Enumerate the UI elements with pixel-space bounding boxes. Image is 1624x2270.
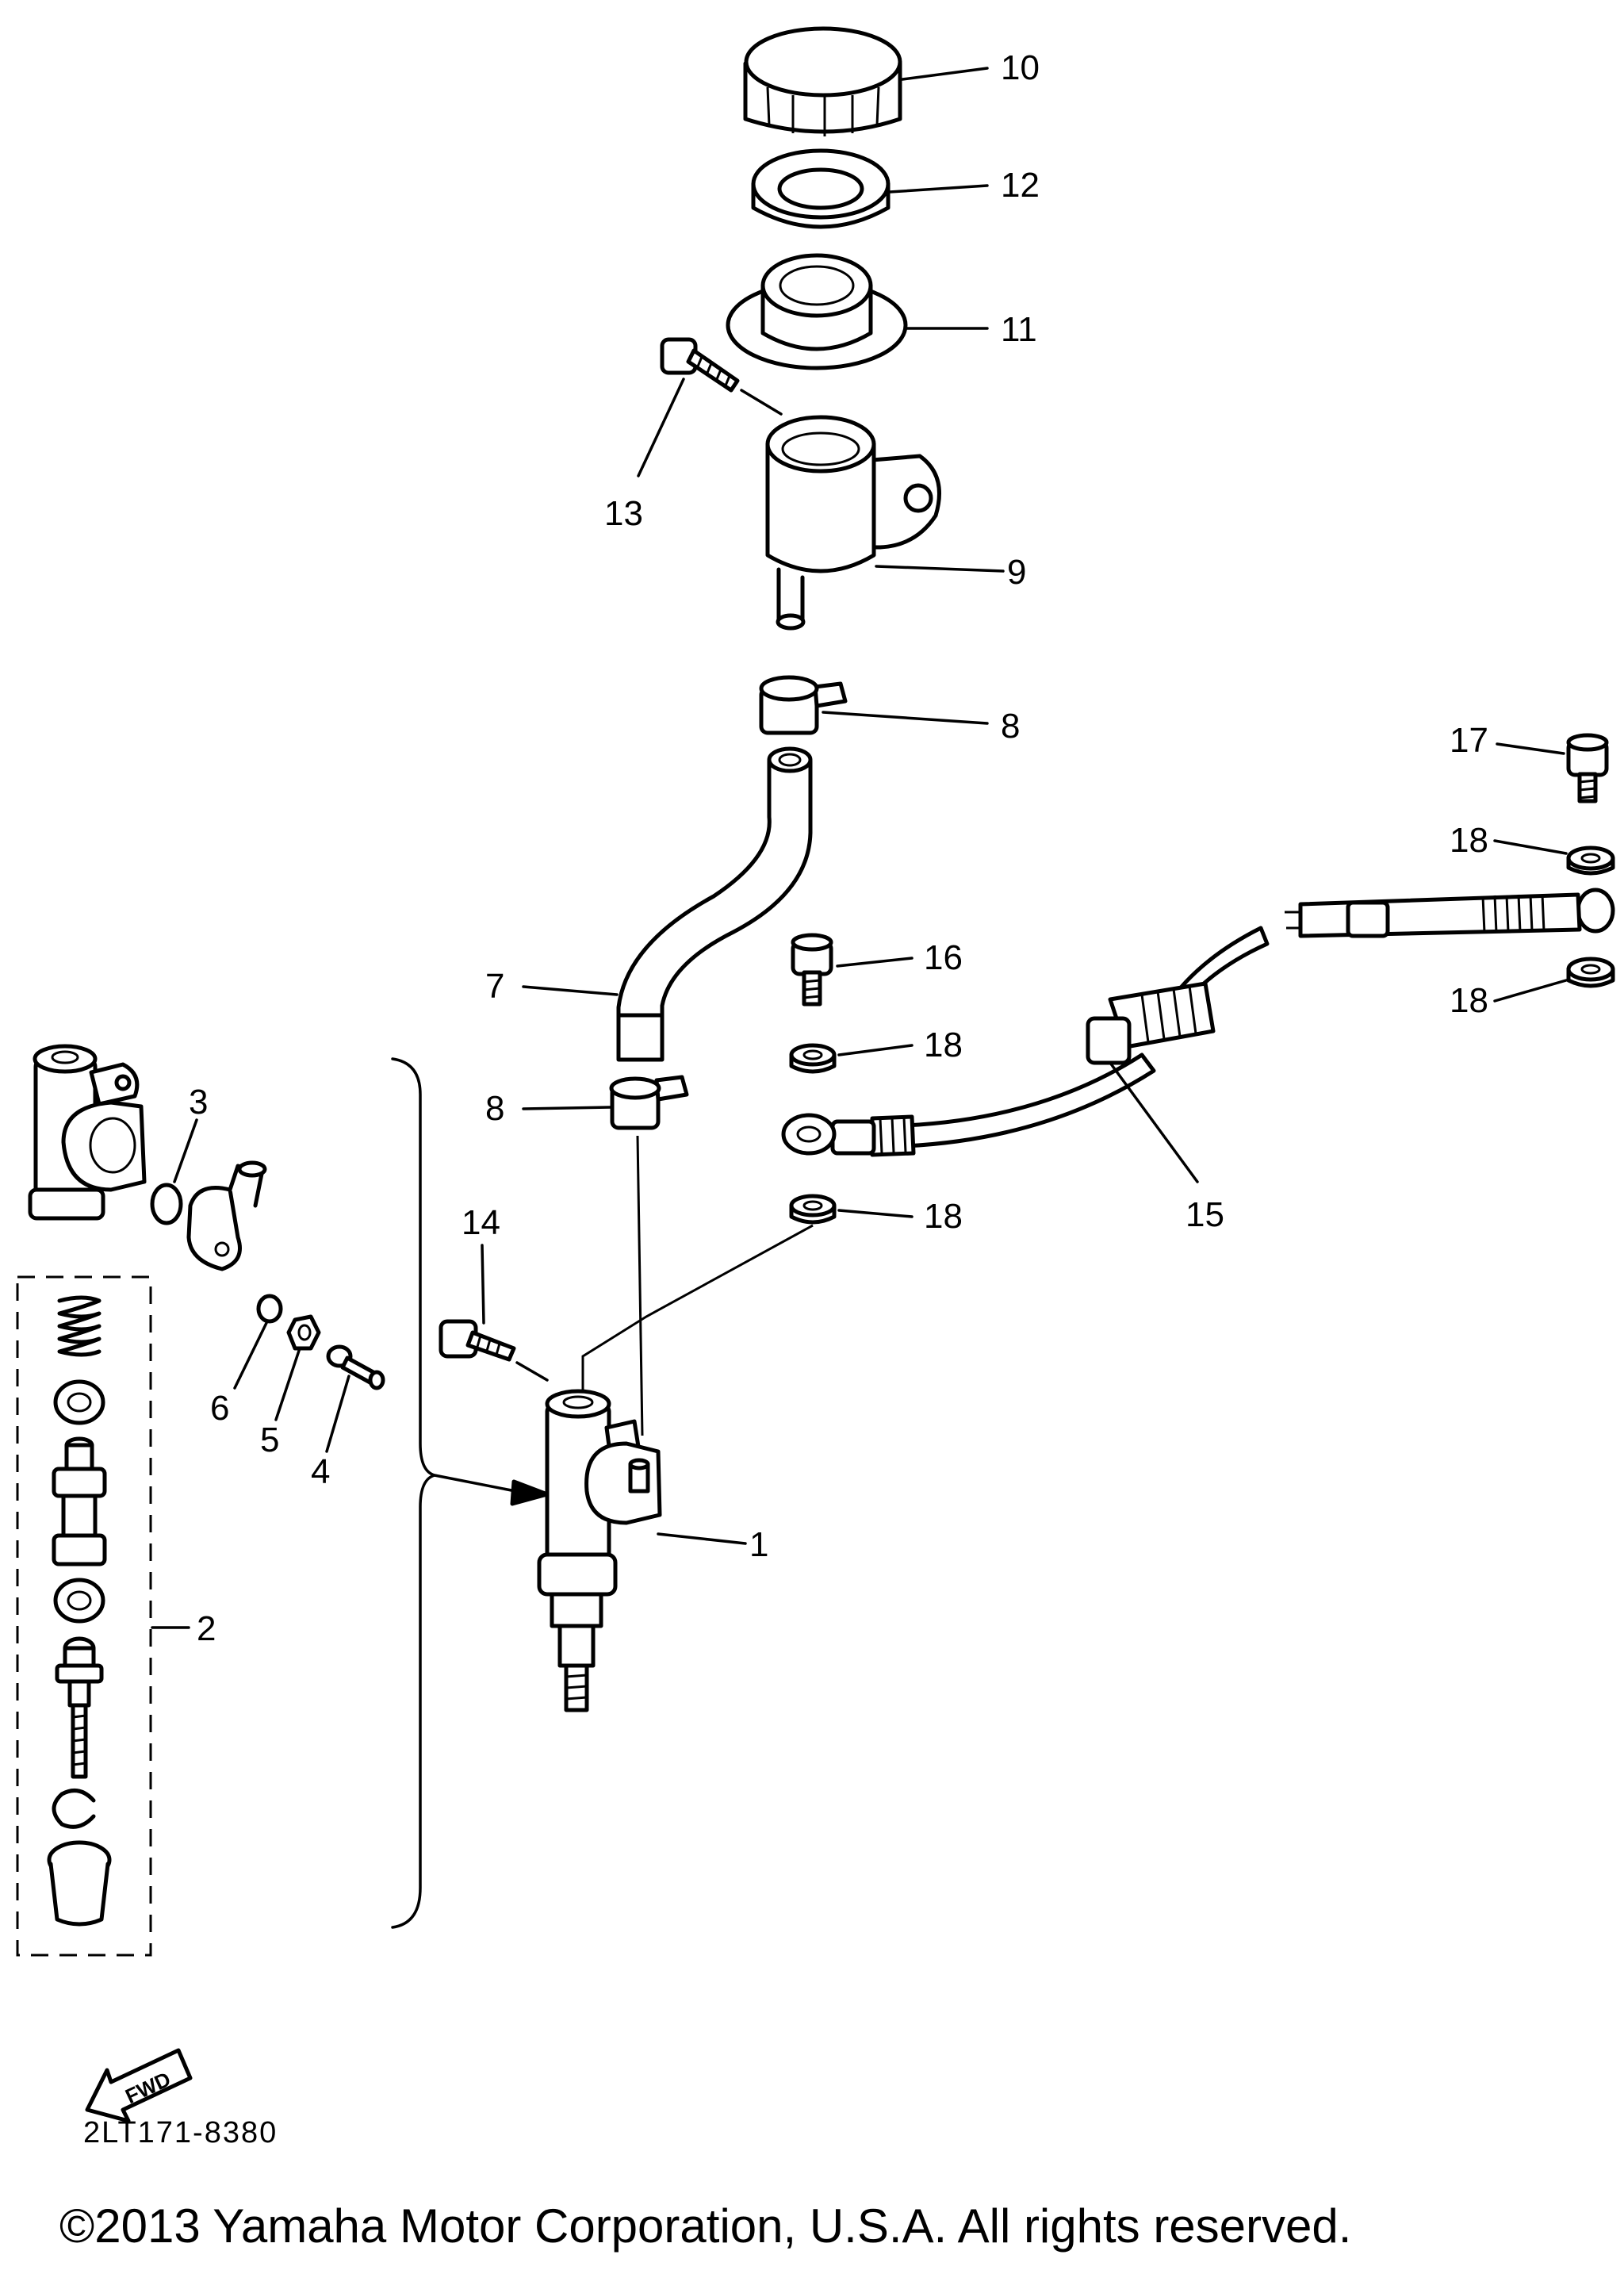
copper-washer-middle-lower <box>789 1194 837 1225</box>
leader-18b <box>1493 979 1568 1003</box>
callout-13: 13 <box>604 494 643 533</box>
hose-clamp-upper <box>759 675 848 735</box>
callout-4: 4 <box>311 1452 330 1491</box>
leader-17 <box>1496 742 1565 755</box>
brake-hose <box>781 888 1615 1157</box>
leader-1 <box>657 1532 747 1545</box>
copper-washer-right-lower <box>1566 957 1615 988</box>
reservoir-cap <box>743 26 902 136</box>
cylinder-body <box>28 1044 147 1221</box>
reservoir-body <box>765 415 941 631</box>
hose-clamp-lower <box>609 1075 689 1130</box>
fwd-arrow-icon <box>85 2048 193 2123</box>
leader-15 <box>1109 1061 1199 1183</box>
guide-hose-cylinder <box>636 1135 644 1436</box>
diaphragm-plate <box>751 148 891 229</box>
mounting-bolt <box>439 1319 516 1362</box>
leader-13 <box>637 378 685 477</box>
leader-9 <box>875 565 1005 573</box>
callout-18b: 18 <box>1450 981 1488 1020</box>
master-cylinder <box>537 1389 662 1712</box>
bolt-guide-13 <box>740 389 783 416</box>
screw-4 <box>326 1344 385 1390</box>
callout-15: 15 <box>1185 1195 1224 1234</box>
reservoir-bolt <box>660 337 740 393</box>
diaphragm <box>726 253 908 370</box>
leader-3 <box>173 1118 198 1183</box>
callout-5: 5 <box>260 1421 279 1459</box>
callout-18c: 18 <box>924 1026 963 1064</box>
assembly-bracket <box>391 1057 440 1929</box>
leader-14 <box>481 1244 485 1325</box>
leader-12 <box>888 184 989 194</box>
leader-7 <box>522 985 619 996</box>
callout-17: 17 <box>1450 721 1488 760</box>
callout-14: 14 <box>462 1203 500 1242</box>
callout-10: 10 <box>1001 48 1040 87</box>
callout-8b: 8 <box>485 1089 504 1128</box>
callout-12: 12 <box>1001 166 1040 205</box>
union-bolt-middle <box>791 933 833 1007</box>
leader-8a <box>822 711 989 725</box>
leader-16 <box>836 957 914 968</box>
callout-18a: 18 <box>1450 821 1488 860</box>
leader-6 <box>233 1321 268 1390</box>
callout-6: 6 <box>210 1389 229 1428</box>
callout-9: 9 <box>1007 553 1026 592</box>
hose-joint <box>186 1160 267 1271</box>
leader-18d <box>837 1209 914 1218</box>
leader-4 <box>325 1375 350 1453</box>
callout-3: 3 <box>189 1083 208 1122</box>
callout-2: 2 <box>197 1609 216 1648</box>
leader-8b <box>522 1106 612 1110</box>
piston-kit-box <box>16 1275 152 1957</box>
assembly-arrow <box>433 1474 517 1493</box>
leader-5 <box>274 1347 301 1421</box>
reservoir-hose <box>616 746 813 1062</box>
union-bolt-right <box>1566 733 1609 803</box>
guide-washer-cylinder <box>581 1224 814 1396</box>
leader-10 <box>901 67 989 81</box>
callout-1: 1 <box>749 1525 768 1564</box>
callout-7: 7 <box>485 967 504 1006</box>
leader-18c <box>837 1044 914 1056</box>
piston-kit <box>47 1295 112 1927</box>
callout-8a: 8 <box>1001 707 1020 746</box>
o-ring <box>150 1183 183 1225</box>
leader-18a <box>1493 839 1568 855</box>
copper-washer-right-upper <box>1566 845 1615 876</box>
callout-16: 16 <box>924 938 963 977</box>
callout-18d: 18 <box>924 1197 963 1236</box>
bolt-guide-14 <box>515 1361 549 1382</box>
diagram-code: 2LT171-8380 <box>83 2116 278 2149</box>
washer-6 <box>256 1294 283 1324</box>
callout-11: 11 <box>1001 310 1037 349</box>
copyright-notice: ©2013 Yamaha Motor Corporation, U.S.A. A… <box>59 2199 1352 2253</box>
copper-washer-middle-upper <box>789 1043 837 1074</box>
nut-5 <box>286 1314 321 1351</box>
